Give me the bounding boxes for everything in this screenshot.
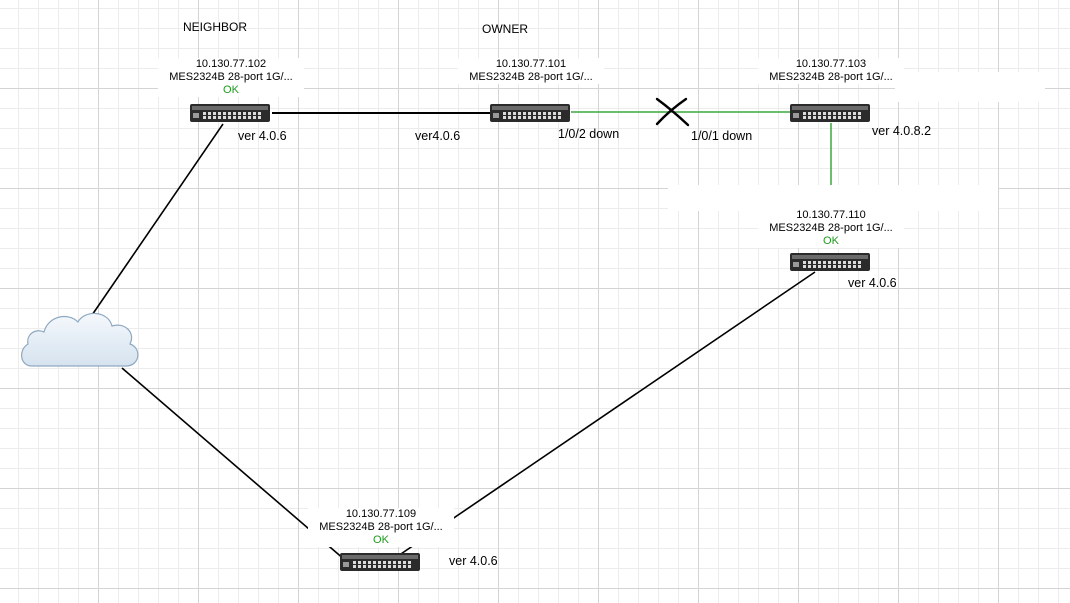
node-ip: 10.130.77.101: [495, 58, 567, 70]
node-label-102: 10.130.77.102 MES2324B 28-port 1G/... OK: [158, 58, 304, 97]
link-cloud-109[interactable]: [121, 367, 346, 561]
node-label-110: 10.130.77.110 MES2324B 28-port 1G/... OK: [758, 209, 904, 248]
network-switch-icon[interactable]: [339, 552, 421, 572]
node-version-109: ver 4.0.6: [449, 554, 498, 568]
network-switch-icon[interactable]: [789, 252, 871, 272]
node-ip: 10.130.77.109: [345, 508, 417, 520]
port-status-103: 1/0/1 down: [691, 129, 753, 143]
node-ip: 10.130.77.103: [795, 58, 867, 70]
node-model: MES2324B 28-port 1G/...: [769, 222, 893, 234]
node-label-103: 10.130.77.103 MES2324B 28-port 1G/...: [758, 58, 904, 84]
link-109-110[interactable]: [394, 271, 816, 559]
broken-link-x-icon: [655, 97, 690, 127]
node-model: MES2324B 28-port 1G/...: [319, 521, 443, 533]
node-version-102: ver 4.0.6: [238, 129, 287, 143]
node-model: MES2324B 28-port 1G/...: [469, 71, 593, 83]
network-switch-icon[interactable]: [489, 103, 571, 123]
node-model: MES2324B 28-port 1G/...: [169, 71, 293, 83]
owner-role-label: OWNER: [482, 22, 528, 36]
neighbor-role-label: NEIGHBOR: [183, 20, 248, 34]
node-status: OK: [823, 235, 839, 247]
node-label-101: 10.130.77.101 MES2324B 28-port 1G/...: [458, 58, 604, 84]
node-model: MES2324B 28-port 1G/...: [769, 71, 893, 83]
node-ip: 10.130.77.110: [796, 209, 866, 221]
label-mask: [895, 72, 1045, 102]
port-status-101: 1/0/2 down: [558, 127, 620, 141]
node-version-110: ver 4.0.6: [848, 276, 897, 290]
network-switch-icon[interactable]: [189, 103, 271, 123]
node-label-109: 10.130.77.109 MES2324B 28-port 1G/... OK: [308, 508, 454, 547]
node-version-103: ver 4.0.8.2: [872, 124, 932, 138]
link-cloud-102[interactable]: [89, 123, 224, 319]
node-status: OK: [373, 534, 389, 546]
node-ip: 10.130.77.102: [195, 58, 267, 70]
network-switch-icon[interactable]: [789, 103, 871, 123]
cloud-icon[interactable]: [18, 306, 142, 368]
node-version-101: ver4.0.6: [415, 129, 461, 143]
label-mask: [668, 185, 998, 211]
node-status: OK: [223, 84, 239, 96]
